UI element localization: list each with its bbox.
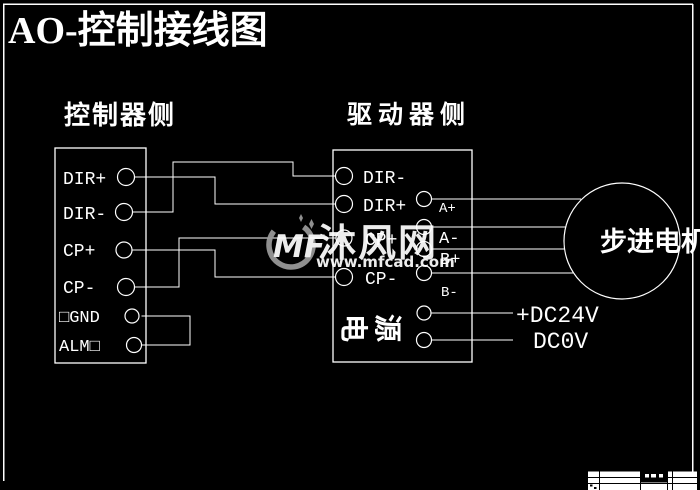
sheet-title: AO-控制接线图 <box>8 10 268 52</box>
driver-side-header: 驱动器侧 <box>347 100 471 129</box>
controller-terminal-circle <box>116 277 136 297</box>
driver-terminal-cp-plus: CP+ <box>365 231 397 251</box>
driver-box-outline <box>332 149 473 363</box>
stepper-motor: 步进电机 <box>563 182 700 300</box>
driver-power-circle <box>416 305 432 321</box>
controller-terminal-circle <box>125 336 143 354</box>
motor-label: 步进电机 <box>600 227 700 258</box>
watermark-site-url: www.mfcad.com <box>316 253 455 271</box>
controller-terminal-circle <box>114 202 134 222</box>
driver-phase-b-minus: B- <box>441 285 458 301</box>
controller-terminal-cp-plus: CP+ <box>63 242 95 262</box>
wire-dir-minus <box>132 161 336 213</box>
controller-side-header: 控制器侧 <box>64 101 176 131</box>
driver-phase-b-plus: B+ <box>440 251 460 270</box>
controller-terminal-dir-plus: DIR+ <box>63 170 106 190</box>
wire-gnd-alm-jumper <box>141 315 191 346</box>
driver-terminal-dir-plus: DIR+ <box>363 197 406 217</box>
driver-terminal-circle <box>334 166 354 186</box>
controller-terminal-circle <box>116 167 136 187</box>
controller-box-outline <box>54 147 147 364</box>
power-label-dc24v: +DC24V <box>516 303 599 329</box>
driver-phase-a-plus: A+ <box>439 201 456 217</box>
drawing-frame <box>2 3 694 481</box>
watermark-logo: MF <box>266 214 325 270</box>
title-block <box>588 471 697 490</box>
driver-terminal-circle <box>334 267 354 287</box>
watermark: MF 沐风网 www.mfcad.com <box>266 214 455 271</box>
controller-terminal-cp-minus: CP- <box>63 279 95 299</box>
watermark-logo-swoosh <box>266 220 316 270</box>
driver-terminal-circle <box>334 194 354 214</box>
wire-dir-plus <box>134 176 336 205</box>
driver-terminal-dir-minus: DIR- <box>363 169 406 189</box>
power-label-dc0v: DC0V <box>533 329 588 355</box>
controller-terminal-circle <box>115 241 133 259</box>
watermark-sparkle-icon <box>299 214 303 222</box>
driver-terminal-cp-minus: CP- <box>365 270 397 290</box>
driver-power-circle <box>415 331 433 349</box>
motor-wires <box>431 198 581 341</box>
wire-cp-plus <box>132 249 336 278</box>
watermark-site-name: 沐风网 <box>318 221 438 265</box>
driver-power-label-char1: 电 <box>337 314 370 342</box>
controller-terminal-circle <box>124 308 140 324</box>
driver-output-circle <box>415 190 433 208</box>
wire-cp-minus <box>134 237 336 288</box>
driver-box: DIR- DIR+ CP+ CP- 电 源 A+ A- B+ B- <box>332 149 473 363</box>
driver-terminal-circle <box>335 229 353 247</box>
controller-box: DIR+ DIR- CP+ CP- □GND ALM□ <box>54 147 147 364</box>
motor-circle <box>563 182 681 300</box>
controller-terminal-gnd: □GND <box>59 309 100 328</box>
controller-terminal-alm: ALM□ <box>59 338 100 357</box>
watermark-logo-text: MF <box>273 229 325 265</box>
driver-power-label-char2: 源 <box>371 314 404 342</box>
driver-phase-a-minus: A- <box>439 230 459 249</box>
watermark-sparkle-icon <box>309 219 314 229</box>
signal-wires <box>132 161 336 346</box>
controller-terminal-dir-minus: DIR- <box>63 205 106 225</box>
